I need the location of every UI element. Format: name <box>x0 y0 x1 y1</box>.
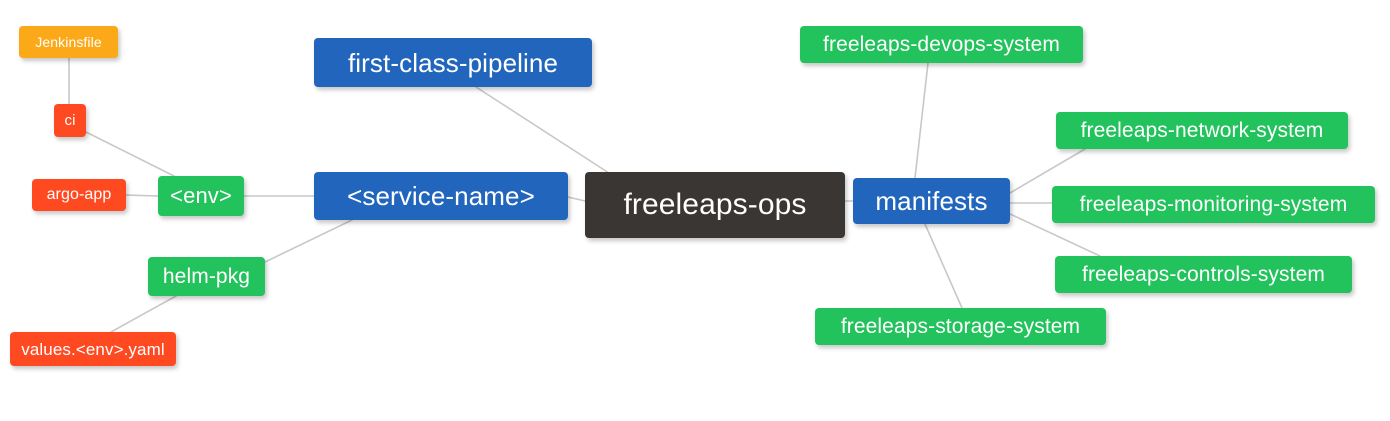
node-first-class-pipeline[interactable]: first-class-pipeline <box>314 38 592 87</box>
node-label: manifests <box>875 186 988 216</box>
node-jenkinsfile[interactable]: Jenkinsfile <box>19 26 118 58</box>
node-label: freeleaps-network-system <box>1080 119 1324 142</box>
node-freeleaps-monitoring-system[interactable]: freeleaps-monitoring-system <box>1052 186 1375 223</box>
edge-freeleaps-ops-to-first-class-pipeline <box>475 86 613 176</box>
node-freeleaps-devops-system[interactable]: freeleaps-devops-system <box>800 26 1083 63</box>
node-argo-app[interactable]: argo-app <box>32 179 126 211</box>
node-service-name[interactable]: <service-name> <box>314 172 568 220</box>
edge-manifests-to-freeleaps-storage-system <box>924 223 963 309</box>
node-label: freeleaps-devops-system <box>823 33 1060 56</box>
node-label: Jenkinsfile <box>35 34 102 50</box>
edge-env-to-argo-app <box>125 194 159 197</box>
node-freeleaps-network-system[interactable]: freeleaps-network-system <box>1056 112 1348 149</box>
node-helm-pkg[interactable]: helm-pkg <box>148 257 265 296</box>
node-label: first-class-pipeline <box>347 47 559 78</box>
node-ci[interactable]: ci <box>54 104 86 137</box>
node-label: freeleaps-storage-system <box>840 315 1081 338</box>
edge-helm-pkg-to-values-yaml <box>110 295 177 333</box>
node-label: freeleaps-ops <box>623 188 807 221</box>
node-freeleaps-ops[interactable]: freeleaps-ops <box>585 172 845 238</box>
node-label: freeleaps-controls-system <box>1082 263 1325 286</box>
node-values-yaml[interactable]: values.<env>.yaml <box>10 332 176 366</box>
node-label: argo-app <box>46 186 112 203</box>
node-label: <service-name> <box>347 181 535 211</box>
node-label: values.<env>.yaml <box>21 339 165 359</box>
node-freeleaps-controls-system[interactable]: freeleaps-controls-system <box>1055 256 1352 293</box>
node-freeleaps-storage-system[interactable]: freeleaps-storage-system <box>815 308 1106 345</box>
edge-service-name-to-helm-pkg <box>264 219 353 263</box>
node-label: helm-pkg <box>162 265 251 288</box>
node-env[interactable]: <env> <box>158 176 244 216</box>
edge-manifests-to-freeleaps-devops-system <box>914 62 929 179</box>
edge-freeleaps-ops-to-service-name <box>567 196 586 202</box>
edge-env-to-ci <box>81 129 175 177</box>
node-label: freeleaps-monitoring-system <box>1079 193 1348 216</box>
node-manifests[interactable]: manifests <box>853 178 1010 224</box>
node-label: ci <box>64 112 76 129</box>
node-label: <env> <box>170 183 232 208</box>
